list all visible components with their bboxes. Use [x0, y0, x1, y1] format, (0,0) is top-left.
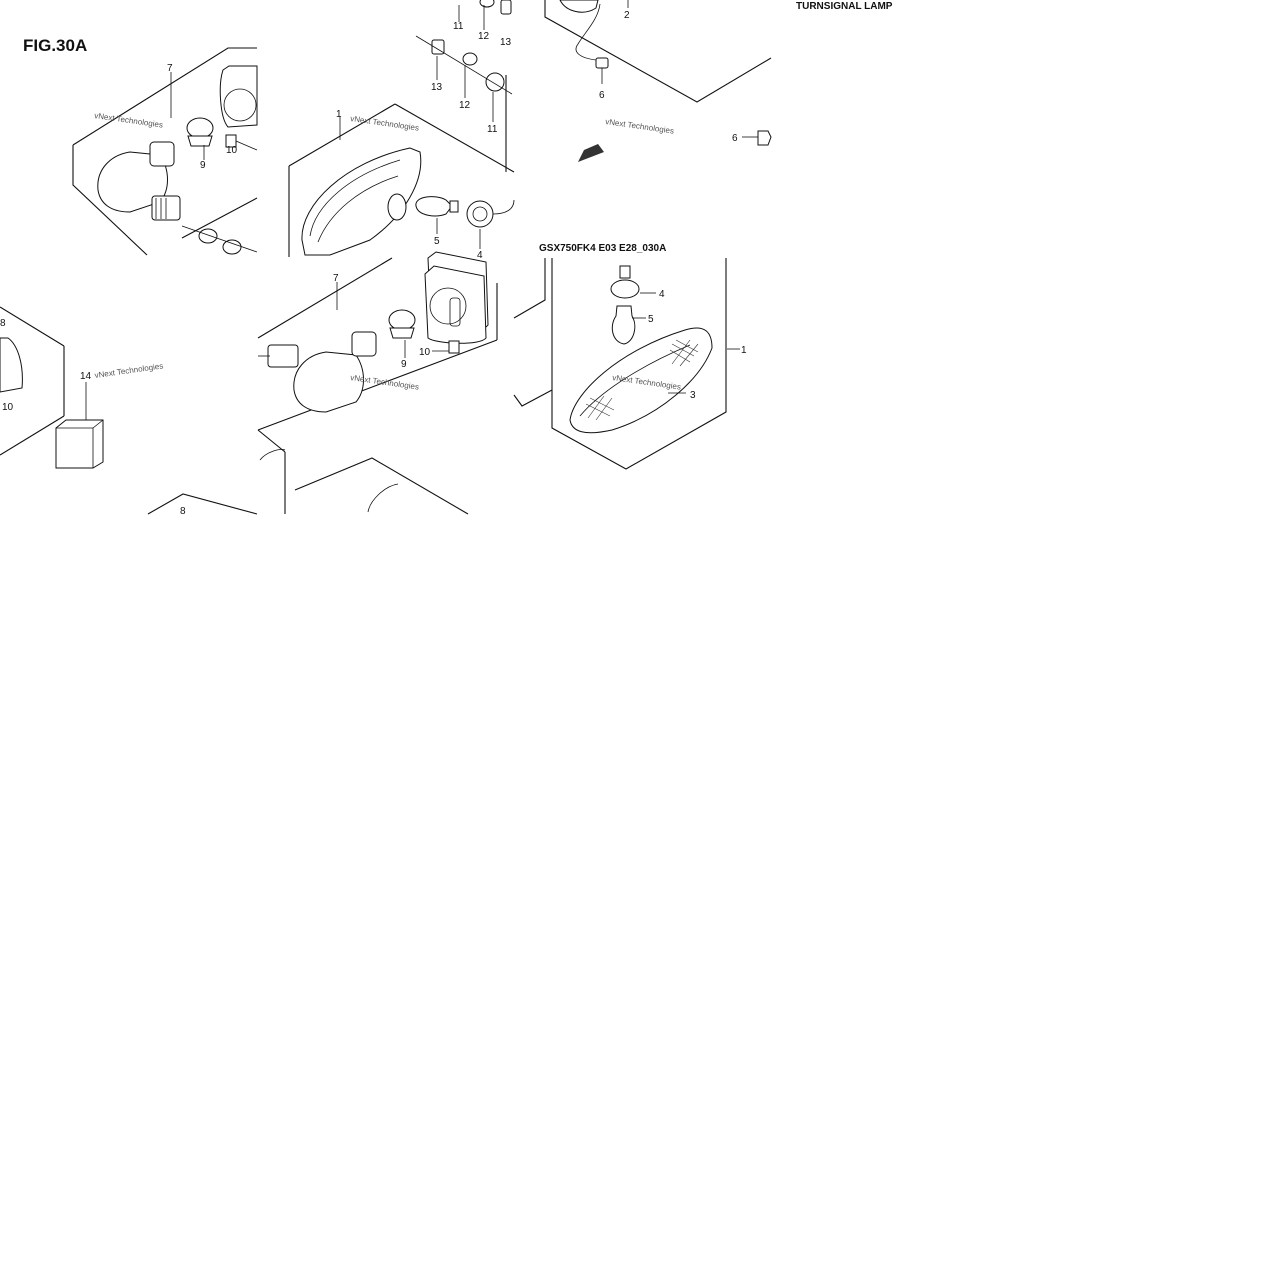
relay-part14: [55, 419, 104, 469]
callout-2: 2: [624, 10, 630, 21]
watermark: vNext Technologies: [350, 114, 420, 133]
callout-4: 4: [659, 289, 665, 300]
callout-3: 3: [690, 390, 696, 401]
callout-13: 13: [500, 37, 512, 48]
section-title: TURNSIGNAL LAMP: [796, 1, 893, 12]
direction-arrow-icon: [578, 144, 604, 162]
callout-1: 1: [336, 109, 342, 120]
callout-4: 4: [477, 250, 483, 261]
callout-9: 9: [401, 359, 407, 370]
callout-5: 5: [648, 314, 654, 325]
model-code: GSX750FK4 E03 E28_030A: [539, 243, 666, 254]
callout-7: 7: [167, 63, 173, 74]
turnsignal-lens-part7: [293, 351, 364, 413]
turnsignal-lens-part7: [97, 151, 168, 213]
callout-5: 5: [434, 236, 440, 247]
callout-8-lower: 8: [180, 506, 186, 517]
callout-14: 14: [80, 371, 92, 382]
callout-11-lower: 11: [487, 124, 498, 135]
callout-10: 10: [2, 402, 14, 413]
callout-10: 10: [226, 145, 238, 156]
callout-11: 11: [453, 21, 464, 32]
callout-8: 8: [0, 318, 6, 329]
turnsignal-lens-part1: [301, 147, 422, 256]
quadrant-top-right: 2 6 6 vNext Technologies: [544, 0, 772, 162]
callout-6: 6: [599, 90, 605, 101]
callout-13-lower: 13: [431, 82, 443, 93]
callout-9: 9: [200, 160, 206, 171]
quadrant-top-left: 7 9 10 vNext Technologies: [72, 47, 258, 256]
watermark: vNext Technologies: [94, 361, 164, 380]
watermark: vNext Technologies: [94, 111, 164, 130]
quadrant-bottom-right: 4 5 1 3 vNext Technologies: [513, 258, 747, 470]
quadrant-bottom-middle: 7 9 10 vNext Technologies: [257, 257, 498, 515]
figure-label: FIG.30A: [23, 36, 87, 55]
callout-6-right: 6: [732, 133, 738, 144]
callout-7: 7: [333, 273, 339, 284]
lens-hatch: [585, 339, 699, 421]
quadrant-bottom-left: 8 10 14 8 vNext Technologies: [0, 306, 258, 517]
callout-12: 12: [478, 31, 490, 42]
callout-12-lower: 12: [459, 100, 471, 111]
callout-1: 1: [741, 345, 747, 356]
watermark: vNext Technologies: [605, 117, 675, 136]
callout-10: 10: [419, 347, 431, 358]
